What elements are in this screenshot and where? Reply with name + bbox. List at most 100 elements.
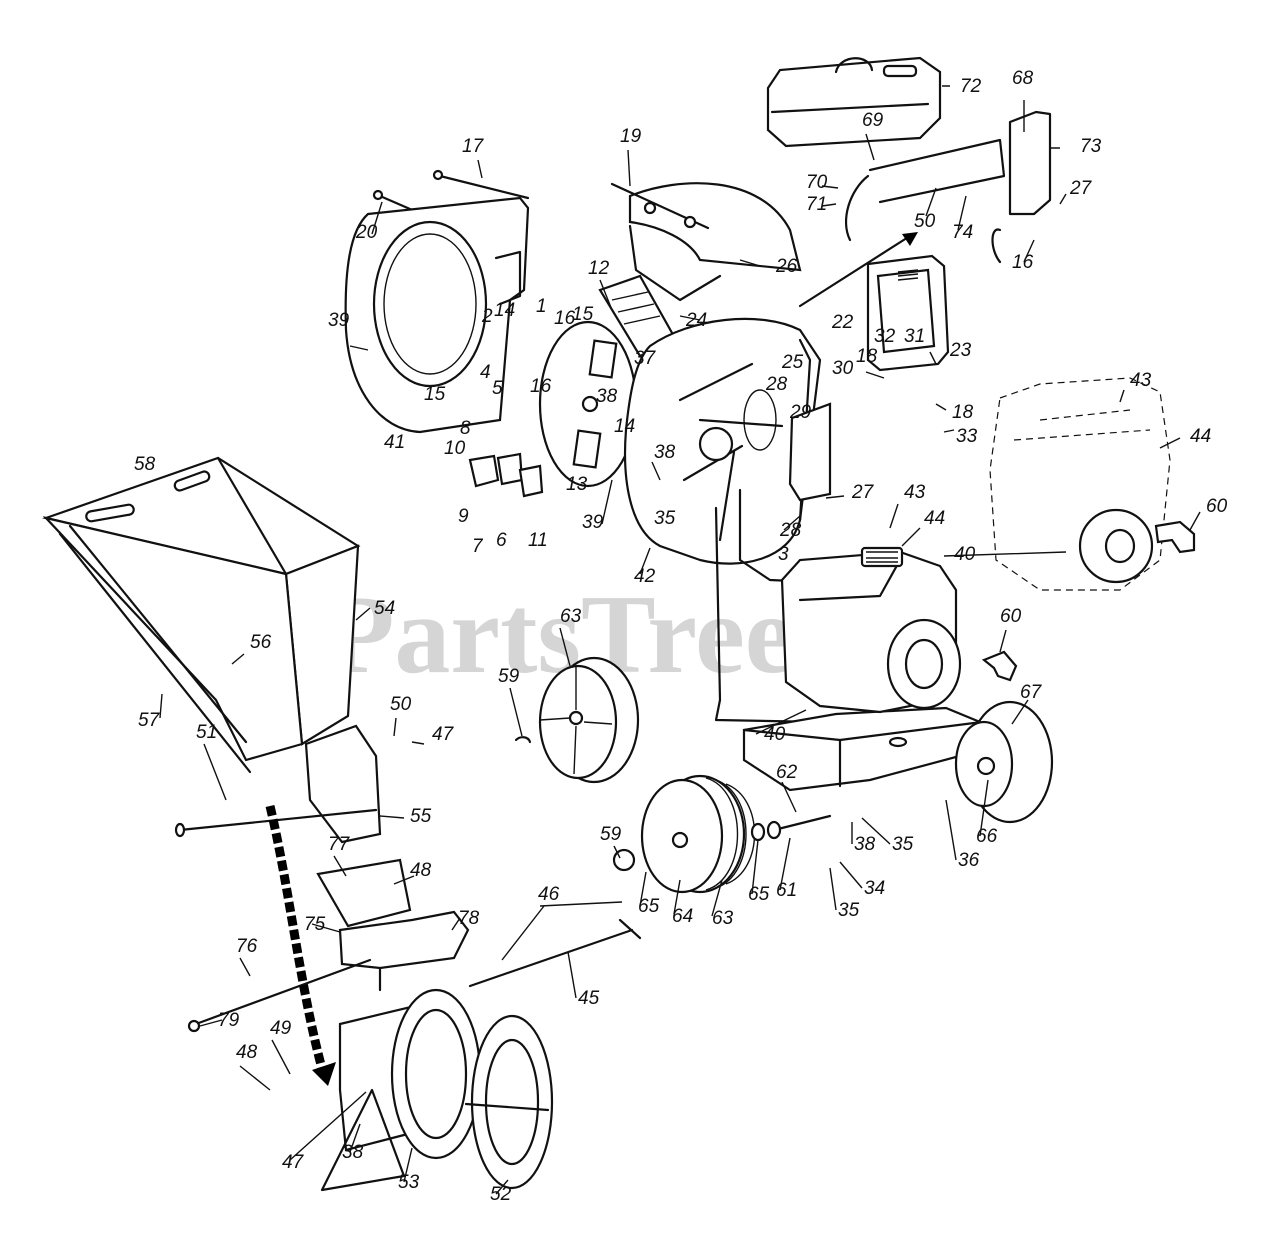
callout-c74: 74 [952,222,973,243]
callout-c40b: 40 [764,724,786,745]
callout-c4: 4 [480,362,491,383]
elbow-fittings [981,520,1196,682]
callout-c15b: 15 [424,384,446,405]
callout-c27b: 27 [851,482,875,503]
engine-bracket [845,110,1052,264]
callout-c73: 73 [1080,136,1102,157]
callout-c41: 41 [384,432,405,453]
flap [304,724,382,844]
callout-c15a: 15 [572,304,594,325]
callout-c43a: 43 [1130,370,1152,391]
wheel-right [954,700,1054,824]
feed-chute-bracket [316,858,470,992]
knife-parts [468,452,544,498]
callout-c63b: 63 [712,908,734,929]
callout-c57: 57 [138,710,161,731]
discharge-chute-top [610,182,802,302]
callout-c64: 64 [672,906,693,927]
callout-c35a: 35 [654,508,676,529]
callout-c1: 1 [536,296,547,317]
callout-c14a: 14 [494,300,515,321]
callout-c59a: 59 [498,666,520,687]
callout-c76: 76 [236,936,258,957]
callout-c46: 46 [538,884,560,905]
callout-c29: 29 [789,402,812,423]
callout-c20: 20 [355,222,378,243]
hopper [42,456,361,774]
callout-c11: 11 [528,530,548,551]
bolt-51 [174,808,378,838]
callout-c44a: 44 [1190,426,1211,447]
axle [750,814,832,842]
callout-c70: 70 [806,172,828,193]
callout-c62: 62 [776,762,798,783]
handle [866,254,950,372]
callout-c2: 2 [481,306,493,327]
callout-c24: 24 [685,310,707,331]
callout-c39a: 39 [328,310,350,331]
callout-c69: 69 [862,110,884,131]
callout-c55: 55 [410,806,432,827]
callout-c42: 42 [634,566,656,587]
callout-c5: 5 [492,378,503,399]
callout-c16c: 16 [530,376,552,397]
callout-c35c: 35 [838,900,860,921]
callout-c65a: 65 [638,896,660,917]
callout-c18b: 18 [952,402,974,423]
callout-c40a: 40 [954,544,976,565]
callout-c8: 8 [460,418,471,439]
callout-c77: 77 [328,834,351,855]
callout-c49: 49 [270,1018,292,1039]
rod [468,901,642,988]
engine-front [780,546,962,714]
callout-c60a: 60 [1206,496,1228,517]
callout-c16a: 16 [1012,252,1034,273]
callout-c75: 75 [304,914,326,935]
wheel-lower [612,774,756,894]
callout-c10: 10 [444,438,466,459]
callout-c56: 56 [250,632,272,653]
callout-c14b: 14 [614,416,635,437]
callout-c25: 25 [781,352,804,373]
callout-c47b: 47 [282,1152,305,1173]
fuel-tank [766,56,942,148]
callout-c32: 32 [874,326,896,347]
rotor-disc [538,320,638,488]
callout-c38b: 38 [654,442,676,463]
callout-c26: 26 [775,256,798,277]
callout-c45: 45 [578,988,600,1009]
callout-c22: 22 [831,312,854,333]
callout-c52: 52 [490,1184,512,1205]
callout-c53: 53 [398,1172,420,1193]
callout-c50b: 50 [390,694,412,715]
bracket-27 [788,402,832,502]
callout-c16b: 16 [554,308,576,329]
housing-plate [344,196,530,434]
callout-c35b: 35 [892,834,914,855]
callout-c79: 79 [218,1010,240,1031]
callout-c18a: 18 [856,346,878,367]
callout-c9: 9 [458,506,469,527]
callout-c37: 37 [634,348,657,369]
callout-c61: 61 [776,880,797,901]
assembly-arrows [265,232,918,1086]
callout-c44b: 44 [924,508,945,529]
wheel-left [514,656,640,784]
callout-c50a: 50 [914,211,936,232]
callout-c36: 36 [958,850,980,871]
callout-c30: 30 [832,358,854,379]
callout-c65b: 65 [748,884,770,905]
callout-c19: 19 [620,126,642,147]
callout-c58: 58 [134,454,156,475]
callout-c54: 54 [374,598,395,619]
callout-c23: 23 [949,340,972,361]
callout-c47a: 47 [432,724,455,745]
callout-c17: 17 [462,136,485,157]
callout-c66: 66 [976,826,998,847]
callout-c51: 51 [196,722,217,743]
lower-chute [320,988,554,1192]
callout-c38a: 38 [596,386,618,407]
callout-c48b: 48 [236,1042,258,1063]
